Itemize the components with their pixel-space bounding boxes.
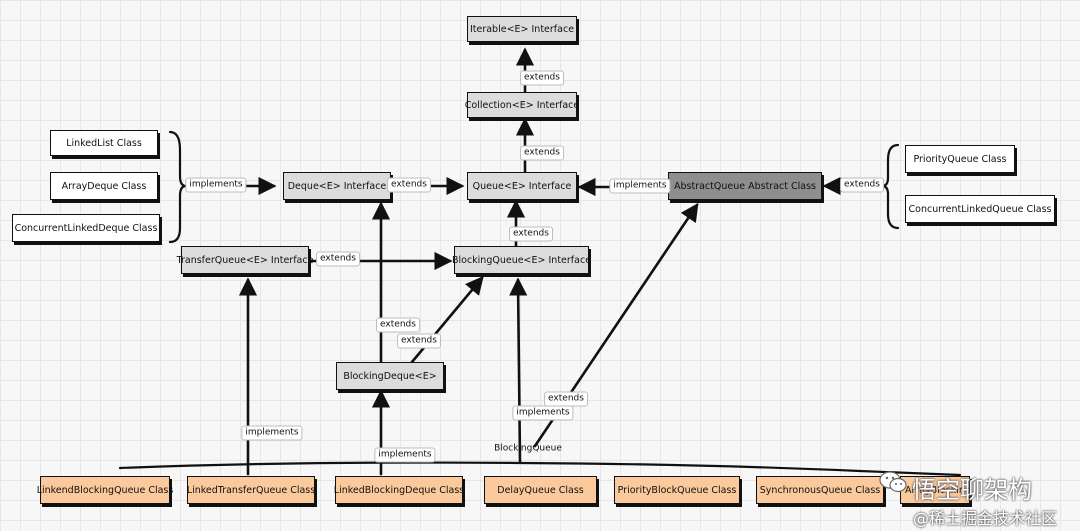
right-brace — [881, 143, 900, 230]
linkedtransferqueue-class-text: LinkedTransferQueue Class — [186, 484, 316, 496]
label-extends-transferqueue-blockingqueue: extends — [316, 251, 360, 267]
linkedblockingdeque-class-box: LinkedBlockingDeque Class — [333, 476, 465, 504]
queue-interface-text: Queue<E> Interface — [472, 180, 572, 192]
concurrentlinkedqueue-class-text: ConcurrentLinkedQueue Class — [908, 203, 1052, 215]
blockingqueue-interface-text: BlockingQueue<E> Interface — [451, 254, 592, 266]
edge-group-blockingqueue — [509, 277, 528, 464]
linkedblockingqueue-class-box: LinkendBlockingQueue Class — [37, 476, 173, 504]
arrayblockingqueue-class-box: ArrayBlockingQueue Class — [900, 476, 970, 504]
arrayblockingqueue-class-text: ArrayBlockingQueue Class — [905, 484, 970, 496]
iterable-interface-box: Iterable<E> Interface — [467, 16, 577, 42]
priorityqueue-class-box: PriorityQueue Class — [905, 145, 1015, 173]
collection-interface-box: Collection<E> Interface — [464, 92, 580, 118]
label-extends-blockingdeque-blockingqueue: extends — [397, 333, 441, 349]
linkedlist-class-box: LinkedList Class — [50, 130, 158, 156]
abstractqueue-class-text: AbstractQueue Abstract Class — [674, 180, 816, 192]
edge-blockingdeque-blockingqueue — [410, 276, 484, 364]
collection-interface-text: Collection<E> Interface — [464, 99, 580, 111]
priorityblockqueue-class-text: PriorityBlockQueue Class — [617, 484, 737, 496]
linkedblockingqueue-class-text: LinkendBlockingQueue Class — [36, 484, 174, 496]
label-extends-queue-collection: extends — [520, 145, 564, 161]
deque-interface-text: Deque<E> Interface — [287, 180, 387, 192]
linkedblockingdeque-class-text: LinkedBlockingDeque Class — [333, 484, 465, 496]
wechat-icon — [879, 471, 907, 493]
label-extends-blockingdeque-deque: extends — [376, 317, 420, 333]
watermark-subtitle: @稀土掘金技术社区 — [913, 509, 1058, 528]
queue-interface-box: Queue<E> Interface — [467, 172, 577, 200]
watermark-title: 悟空聊架构 — [912, 476, 1032, 504]
concurrentlinkeddeque-class-box: ConcurrentLinkedDeque Class — [12, 214, 160, 242]
deque-interface-box: Deque<E> Interface — [283, 172, 391, 200]
blockingdeque-interface-box: BlockingDeque<E> — [336, 362, 444, 390]
label-implements-left-group: implements — [185, 177, 247, 193]
transferqueue-interface-box: TransferQueue<E> Interface — [177, 246, 313, 274]
arraydeque-class-box: ArrayDeque Class — [50, 172, 158, 200]
synchronousqueue-class-box: SynchronousQueue Class — [756, 476, 884, 504]
label-implements-group-blockingqueue: implements — [512, 405, 574, 421]
concurrentlinkedqueue-class-box: ConcurrentLinkedQueue Class — [905, 195, 1055, 223]
blockingqueue-interface-box: BlockingQueue<E> Interface — [451, 246, 592, 274]
delayqueue-class-text: DelayQueue Class — [497, 484, 584, 496]
label-implements-abstractqueue-queue: implements — [609, 178, 671, 194]
label-extends-right-group: extends — [840, 177, 884, 193]
label-extends-collection-iterable: extends — [520, 70, 564, 86]
label-implements-linkedblockingdeque: implements — [374, 447, 436, 463]
label-implements-linkedtransferqueue: implements — [241, 425, 303, 441]
bottom-brace — [118, 461, 962, 477]
label-extends-deque-queue: extends — [387, 177, 431, 193]
linkedlist-class-text: LinkedList Class — [66, 137, 142, 149]
concurrentlinkeddeque-class-text: ConcurrentLinkedDeque Class — [14, 222, 158, 234]
blockingdeque-interface-text: BlockingDeque<E> — [343, 370, 437, 382]
abstractqueue-class-box: AbstractQueue Abstract Class — [668, 172, 822, 200]
arraydeque-class-text: ArrayDeque Class — [61, 180, 147, 192]
label-extends-blockingqueue-queue: extends — [509, 226, 553, 242]
priorityblockqueue-class-box: PriorityBlockQueue Class — [614, 476, 740, 504]
left-brace — [168, 130, 187, 244]
label-blockingqueue-caption: BlockingQueue — [494, 443, 562, 454]
label-extends-group-abstractqueue: extends — [544, 391, 588, 407]
transferqueue-interface-text: TransferQueue<E> Interface — [176, 254, 314, 266]
iterable-interface-text: Iterable<E> Interface — [469, 23, 575, 35]
linkedtransferqueue-class-box: LinkedTransferQueue Class — [187, 476, 315, 504]
priorityqueue-class-text: PriorityQueue Class — [913, 153, 1007, 165]
synchronousqueue-class-text: SynchronousQueue Class — [759, 484, 881, 496]
delayqueue-class-box: DelayQueue Class — [484, 476, 597, 504]
